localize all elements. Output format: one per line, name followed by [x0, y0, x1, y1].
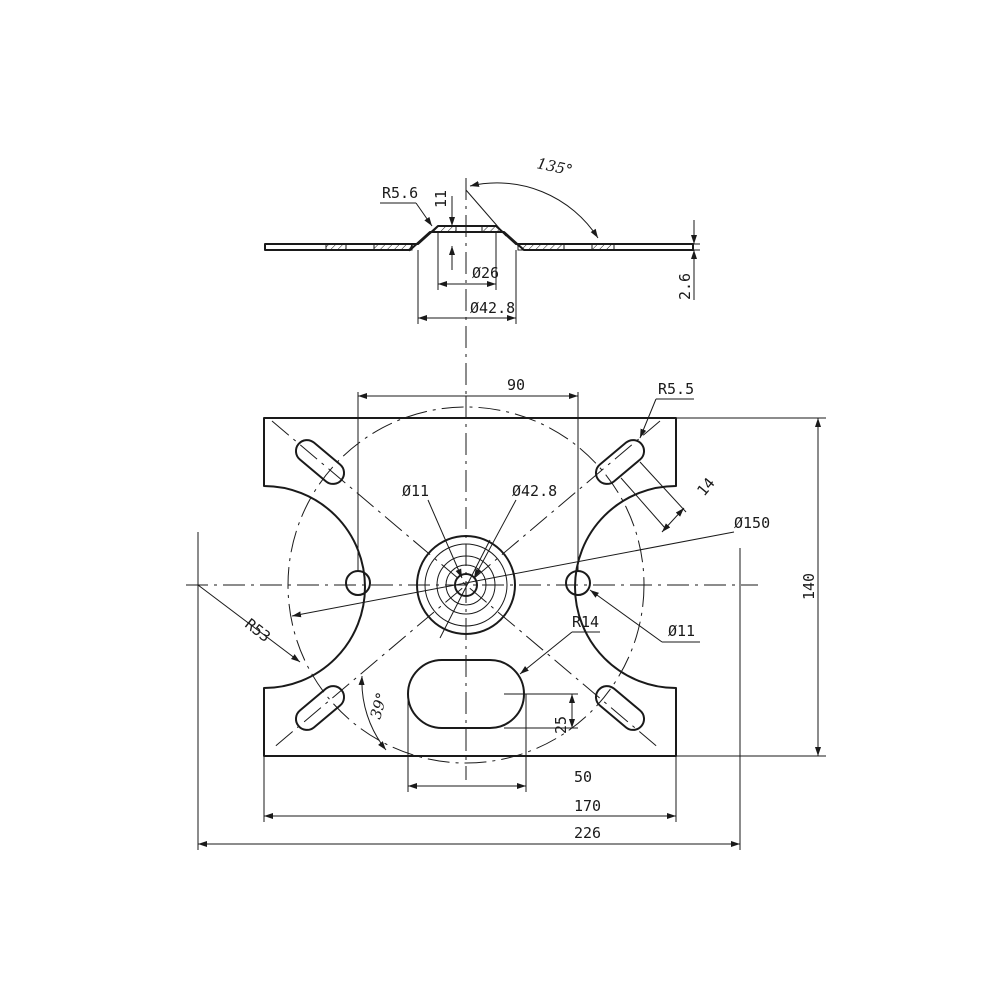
plan-view: 90 R5.5 14 Ø150 Ø11 Ø42.8 Ø11 R14: [186, 376, 826, 850]
angle39-arc: [358, 675, 387, 751]
d428-top-leader: [473, 499, 517, 579]
slot-top-right: [594, 439, 646, 485]
side-hatch-6: [591, 243, 615, 251]
r56-leader: [415, 202, 433, 227]
w14-dim: [661, 507, 685, 533]
d11-right-leader: [589, 589, 663, 643]
angle135-arc: [469, 181, 599, 239]
h140-label: 140: [800, 573, 818, 600]
boss-ring-2: [436, 555, 496, 615]
h25-label: 25: [552, 716, 570, 734]
side-section-view: R5.6 11 135° 2.6 Ø26 Ø42.8: [264, 154, 700, 410]
side-hatch-1: [325, 243, 347, 251]
r53-label: R53: [242, 615, 274, 646]
d150-label: Ø150: [734, 514, 770, 532]
w14-ext-a: [620, 477, 666, 529]
w170-label: 170: [574, 797, 601, 815]
r53-dim: [197, 584, 301, 663]
d150-dim: [291, 531, 735, 618]
d428-side-label: Ø42.8: [470, 299, 515, 317]
w50-label: 50: [574, 768, 592, 786]
w14-label: 14: [693, 474, 718, 499]
slot-bottom-left: [294, 685, 346, 731]
hole-right: [565, 570, 591, 596]
d11-right-label: Ø11: [668, 622, 695, 640]
r55-leader: [639, 398, 657, 439]
w226-label: 226: [574, 824, 601, 842]
w14-ext-b: [639, 461, 687, 513]
hole-left: [345, 570, 371, 596]
r56-label: R5.6: [382, 184, 418, 202]
r14-leader: [519, 631, 573, 675]
side-hatch-2: [373, 243, 413, 251]
r14-label: R14: [572, 613, 599, 631]
t26-label: 2.6: [676, 273, 694, 300]
d428-top-label: Ø42.8: [512, 482, 557, 500]
angle135-label: 135°: [535, 154, 574, 179]
d11-left-leader: [427, 499, 463, 579]
side-hatch-3: [408, 225, 457, 252]
boss-outer: [416, 535, 516, 635]
h11-label: 11: [432, 190, 450, 208]
side-hatch-5: [517, 243, 565, 251]
d11-left-label: Ø11: [402, 482, 429, 500]
d26-label: Ø26: [472, 264, 499, 282]
w90-label: 90: [507, 376, 525, 394]
plate-outline: [263, 417, 677, 757]
boss-ring-3: [445, 564, 487, 606]
boss-leader: [439, 539, 491, 639]
boss-ring-1: [424, 543, 508, 627]
slot-top-left: [294, 439, 346, 485]
r55-label: R5.5: [658, 380, 694, 398]
angle39-label: 39°: [367, 691, 392, 722]
slot-bottom-right: [594, 685, 646, 731]
